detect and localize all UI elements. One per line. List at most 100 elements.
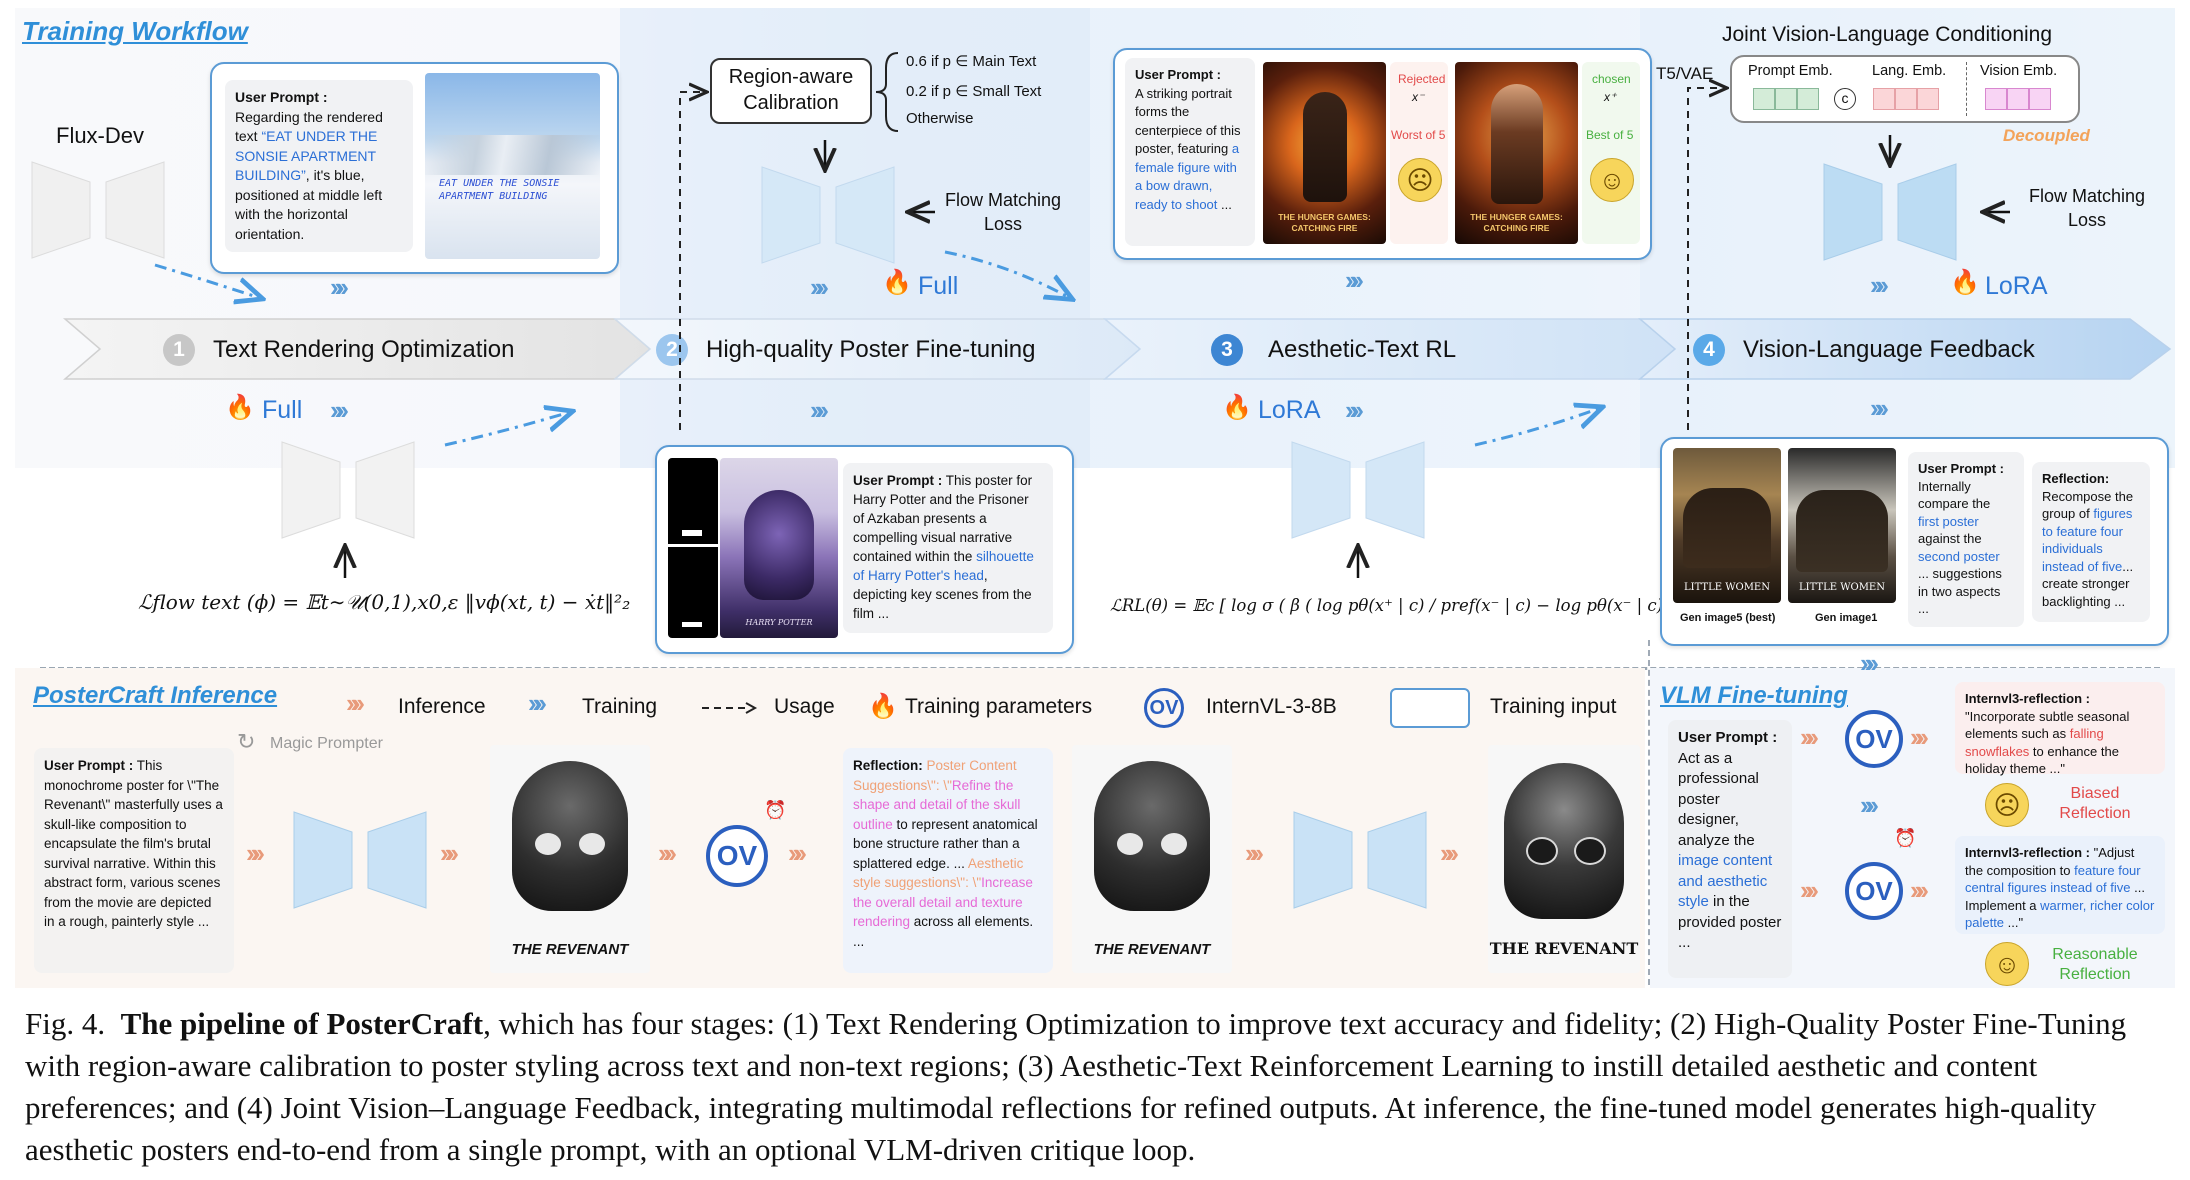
stage1-prompt-a: Regarding the rendered text — [235, 108, 383, 145]
decoupled-label: Decoupled — [2003, 126, 2090, 145]
inference-reflection-e: Increase the overall detail and texture … — [853, 875, 1033, 929]
stage4-reflection-b: figures to feature four individuals inst… — [2042, 506, 2133, 574]
legend-input-label: Training input — [1490, 695, 1617, 718]
vlm-arrow-3: »» — [1800, 875, 1819, 905]
stage1-prompt-head: User Prompt : — [235, 89, 328, 105]
stage2-model-icon — [761, 166, 895, 264]
vision-emb-cells — [1985, 88, 2051, 110]
stage3-label: Aesthetic-Text RL — [1268, 336, 1457, 363]
figure-caption: Fig. 4. The pipeline of PosterCraft, whi… — [25, 1003, 2165, 1171]
inference-reflection-card: Reflection: Poster Content Suggestions\"… — [843, 748, 1053, 973]
legend-training-label: Training — [582, 695, 658, 718]
lang-emb-cells — [1873, 88, 1939, 110]
stage3-prompt-card: User Prompt : A striking portrait forms … — [1125, 58, 1255, 246]
flux-dev-label: Flux-Dev — [56, 123, 145, 148]
stage2-mask-small — [682, 622, 702, 627]
flow-arrows — [154, 0, 2010, 578]
stage2-harry-poster: HARRY POTTER — [720, 458, 838, 638]
inference-arrow-1: »» — [246, 838, 265, 868]
vision-emb-cell — [1985, 88, 2007, 110]
stage4-prompt-d: second poster — [1918, 548, 2000, 564]
happy-face-icon: ☺ — [1590, 158, 1634, 202]
stage2-fire-icon: 🔥 — [882, 269, 912, 296]
vlm-prompt-c: in the provided poster ... — [1678, 893, 1782, 951]
vision-emb-cell — [2007, 88, 2029, 110]
stage2-prompt-card: User Prompt : This poster for Harry Pott… — [843, 463, 1053, 633]
stage4-best-figures — [1683, 488, 1771, 568]
stage4-prompt-e: ... suggestions in two aspects ... — [1918, 566, 2002, 616]
stage2-mask-image — [668, 458, 718, 638]
vlm-alarm-icon: ⏰ — [1894, 828, 1917, 848]
stage4-prompt-card: User Prompt : Internally compare the fir… — [1908, 452, 2024, 627]
stage3-rejected-poster: THE HUNGER GAMES: CATCHING FIRE — [1263, 62, 1386, 244]
inference-model-icon-2 — [1293, 811, 1427, 909]
inference-reflection-c: to represent anatomical bone structure r… — [853, 816, 1038, 871]
stage3-chosen-var: x⁺ — [1604, 90, 1617, 104]
legend-params-label: Training parameters — [905, 695, 1093, 718]
vision-emb-label: Vision Emb. — [1980, 63, 2058, 79]
stage4-reflection-head: Reflection: — [2042, 471, 2110, 486]
stage2-head-silhouette — [744, 490, 814, 600]
vlm-biased-a: "Incorporate subtle seasonal elements su… — [1965, 708, 2130, 742]
training-workflow-title: Training Workflow — [22, 16, 248, 46]
vlm-top-training-icon: »» — [1860, 648, 1879, 678]
stage3-fire-icon: 🔥 — [1222, 394, 1252, 421]
stage1-number: 1 — [163, 334, 195, 366]
calibration-box — [710, 58, 872, 124]
legend-inference-icon: »» — [346, 688, 365, 718]
inference-title: PosterCraft Inference — [33, 682, 278, 709]
stage3-rejected-var: x⁻ — [1412, 90, 1425, 104]
stage3-training-icon: »» — [1345, 265, 1364, 295]
stage1-label: Text Rendering Optimization — [213, 336, 515, 363]
stage3-model-icon — [1291, 441, 1425, 539]
stage2-prompt-c: , depicting key scenes from the film ... — [853, 568, 1032, 621]
revenant-eye-left-final — [1526, 837, 1558, 865]
stage4-prompt-head: User Prompt : — [1918, 461, 2004, 476]
inference-reflection-b: Refine the shape and detail of the skull… — [853, 777, 1021, 832]
stage1-training-icon: »» — [330, 395, 349, 425]
revenant-poster-final: THE REVENANT — [1488, 745, 1640, 973]
stage4-prompt-a: Internally compare the — [1918, 478, 1991, 512]
stage4-label: Vision-Language Feedback — [1743, 336, 2035, 363]
stage4-chevron — [1637, 318, 2172, 380]
emb-divider — [1966, 62, 1967, 116]
inference-reflection-f: across all elements. ... — [853, 914, 1034, 949]
stage4-number: 4 — [1693, 334, 1725, 366]
stage4-loss-label: Flow Matching Loss — [2028, 186, 2146, 230]
vlm-arrow-4: »» — [1910, 875, 1929, 905]
calibration-label: Region-aware Calibration — [728, 66, 854, 114]
stage1-fire-icon: 🔥 — [225, 394, 255, 421]
prompt-emb-cell — [1797, 88, 1819, 110]
vlm-mid-training-icon: »» — [1860, 790, 1879, 820]
vlm-happy-face-icon: ☺ — [1985, 942, 2029, 986]
revenant-skull-1 — [512, 761, 628, 911]
stage2-prompt-head: User Prompt : — [853, 473, 943, 488]
inference-internvl-icon: OV — [706, 825, 768, 887]
stage2-prompt-a: This poster for Harry Potter and the Pri… — [853, 473, 1033, 564]
vlm-prompt-a: Act as a professional poster designer, a… — [1678, 749, 1759, 849]
stage1-snow-image: EAT UNDER THE SONSIE APARTMENT BUILDING — [425, 73, 600, 259]
inference-arrow-3: »» — [658, 838, 677, 868]
vlm-biased-label: Biased Reflection — [2059, 785, 2131, 822]
stage2-train-label: Full — [918, 272, 959, 300]
vlm-reasonable-card: Internvl3-reflection : "Adjust the compo… — [1955, 836, 2165, 934]
revenant-poster-2: THE REVENANT — [1072, 745, 1232, 973]
stage1-prompt-b: “EAT UNDER THE SONSIE APARTMENT BUILDING… — [235, 128, 378, 183]
stage2-number: 2 — [656, 334, 688, 366]
calibration-cond3: Otherwise — [906, 110, 974, 127]
stage4-reflection-c: ... create stronger backlighting ... — [2042, 558, 2134, 609]
rl-loss-formula: ℒRL(θ) = 𝔼c [ log σ ( β ( log pθ(x⁺ | c)… — [1110, 596, 1805, 615]
inference-reflection-head: Reflection: — [853, 758, 923, 773]
stage3-rejected-box — [1390, 62, 1448, 244]
stage2-mask-divider — [668, 544, 718, 547]
vlm-prompt-card: User Prompt : Act as a professional post… — [1668, 720, 1792, 978]
revenant-eye-right-final — [1574, 837, 1606, 865]
gen5-label: Gen image5 (best) — [1680, 612, 1776, 624]
stage2-poster-title: HARRY POTTER — [745, 618, 813, 627]
inference-model-icon — [293, 811, 427, 909]
inference-reflection-a: Poster Content Suggestions\": \" — [853, 758, 1017, 793]
vlm-reason-a: "Adjust the composition to — [1965, 845, 2135, 878]
stage2-training-icon: »» — [810, 272, 829, 302]
vlm-biased-card: Internvl3-reflection : "Incorporate subt… — [1955, 682, 2165, 776]
lang-emb-cell — [1917, 88, 1939, 110]
